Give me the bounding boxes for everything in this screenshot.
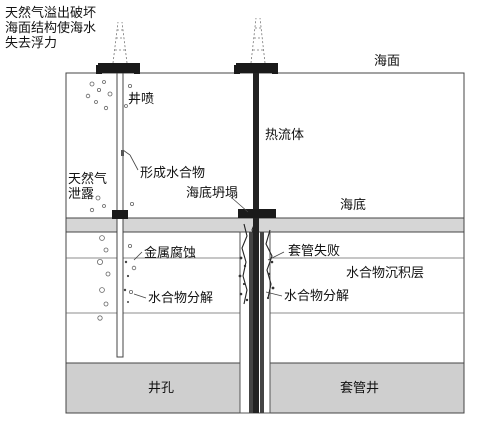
- label-casing-failure: 套管失败: [288, 244, 341, 259]
- label-hydrate-sediment: 水合物沉积层: [346, 266, 425, 281]
- right-platform: [236, 63, 278, 73]
- right-derrick: [250, 17, 266, 64]
- label-hydrate-formation: 形成水合物: [140, 166, 206, 181]
- left-derrick: [112, 21, 128, 64]
- right-well-pipe: [253, 73, 259, 413]
- label-gas-overflow: 天然气溢出破坏海面结构使海水失去浮力: [5, 6, 97, 51]
- label-hydrate-decomp-right: 水合物分解: [284, 289, 350, 304]
- seabed-bubbles: [89, 195, 134, 213]
- seabed-band: [65, 217, 465, 233]
- label-seabed-collapse: 海底坍塌: [186, 186, 239, 201]
- label-cased-well: 套管井: [340, 381, 380, 396]
- right-wellhead: [238, 209, 276, 218]
- label-gas-leak: 天然气泄露: [68, 172, 108, 202]
- label-thermal-fluid: 热流体: [265, 128, 305, 143]
- right-inner-wall-r: [260, 232, 264, 413]
- right-platform-leg-r: [272, 65, 278, 74]
- hydrate-mark: [122, 149, 131, 156]
- right-inner-wall-l: [249, 232, 253, 413]
- left-platform-leg-r: [134, 65, 140, 74]
- collapse-cracks: [241, 219, 273, 305]
- hydrate-plug: [121, 150, 124, 156]
- label-sea-surface: 海面: [374, 54, 401, 69]
- label-blowout: 井喷: [128, 92, 155, 107]
- left-platform-leg-l: [96, 65, 102, 74]
- label-metal-corrosion: 金属腐蚀: [144, 246, 197, 261]
- label-seabed: 海底: [340, 198, 367, 213]
- surface-bubbles: [85, 80, 136, 111]
- left-wellhead: [112, 210, 128, 219]
- sediment-bubbles: [97, 235, 137, 321]
- label-wellbore: 井孔: [148, 381, 175, 396]
- left-platform: [98, 63, 140, 73]
- fracture-rubble: [238, 256, 275, 302]
- right-platform-leg-l: [234, 65, 240, 74]
- leader-lines: [129, 154, 285, 299]
- corrosion-dots: [123, 260, 130, 303]
- label-hydrate-decomp-left: 水合物分解: [148, 291, 214, 306]
